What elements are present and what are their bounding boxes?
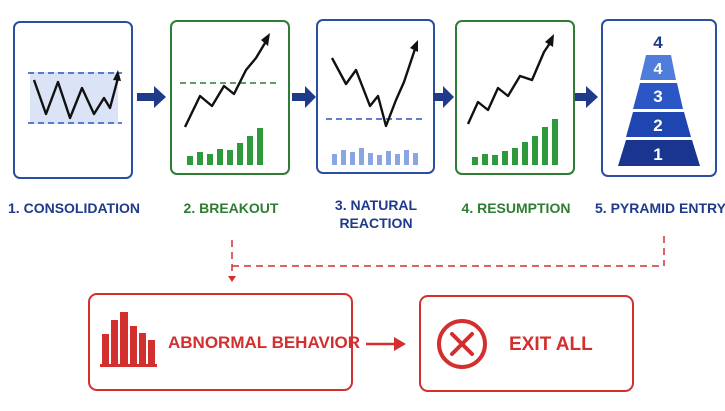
- arrowhead-icon: [228, 276, 236, 282]
- exit-all-panel: [419, 295, 634, 392]
- close-circle-icon: [437, 319, 487, 369]
- pyramid-numeral-top: 4: [653, 33, 663, 52]
- volume-bars: [472, 119, 558, 165]
- exit-all-label: EXIT ALL: [509, 334, 593, 355]
- stage-breakout-panel: [170, 20, 290, 175]
- pyramid-level-3: [633, 83, 683, 109]
- volume-bars: [332, 148, 418, 165]
- pyramid-numeral-1: 1: [653, 145, 662, 164]
- stage-label-natural-reaction-line1: 3. NATURAL: [334, 197, 418, 213]
- breakout-price-line: [183, 37, 270, 128]
- stage-label-resumption: 4. RESUMPTION: [461, 200, 571, 216]
- volume-bars: [187, 128, 263, 165]
- flow-arrows: [137, 86, 598, 108]
- resumption-price-line: [466, 39, 553, 125]
- flow-arrow-2-3: [292, 86, 316, 108]
- stage-label-natural-reaction-line2: REACTION: [339, 215, 413, 231]
- stage-pyramid-entry-panel: [601, 19, 717, 177]
- stage-resumption-panel: [455, 20, 575, 175]
- stage-label-consolidation: 1. CONSOLIDATION: [8, 200, 140, 216]
- arrowhead-icon: [545, 34, 554, 47]
- exit-flow-arrow: [366, 337, 406, 351]
- arrowhead-icon: [410, 40, 418, 52]
- bar-chart-icon: [100, 312, 157, 367]
- reaction-price-line: [330, 45, 418, 128]
- stage-label-natural-reaction: 3. NATURAL REACTION: [316, 196, 436, 232]
- consolidation-price-line: [32, 77, 120, 120]
- flow-arrow-1-2: [137, 86, 166, 108]
- stage-label-pyramid-entry: 5. PYRAMID ENTRY: [595, 200, 725, 216]
- flow-arrow-3-4: [433, 86, 454, 108]
- pyramid-numeral-3: 3: [653, 87, 662, 106]
- stage-consolidation-panel: [13, 21, 133, 179]
- pyramid-numeral-2: 2: [653, 116, 662, 135]
- abnormal-monitor-connector: [231, 236, 665, 276]
- stage-natural-reaction-panel: [316, 19, 435, 174]
- pyramid-level-2: [626, 112, 691, 137]
- abnormal-behavior-label: ABNORMAL BEHAVIOR: [168, 333, 361, 352]
- arrowhead-icon: [261, 33, 270, 46]
- pyramid-level-1: [618, 140, 700, 166]
- abnormal-behavior-panel: [88, 293, 353, 391]
- stage-label-breakout: 2. BREAKOUT: [183, 200, 279, 216]
- pyramid-numeral-4: 4: [654, 61, 663, 78]
- arrowhead-icon: [113, 70, 121, 81]
- pyramid-level-4: [640, 55, 676, 80]
- flow-arrow-4-5: [575, 86, 598, 108]
